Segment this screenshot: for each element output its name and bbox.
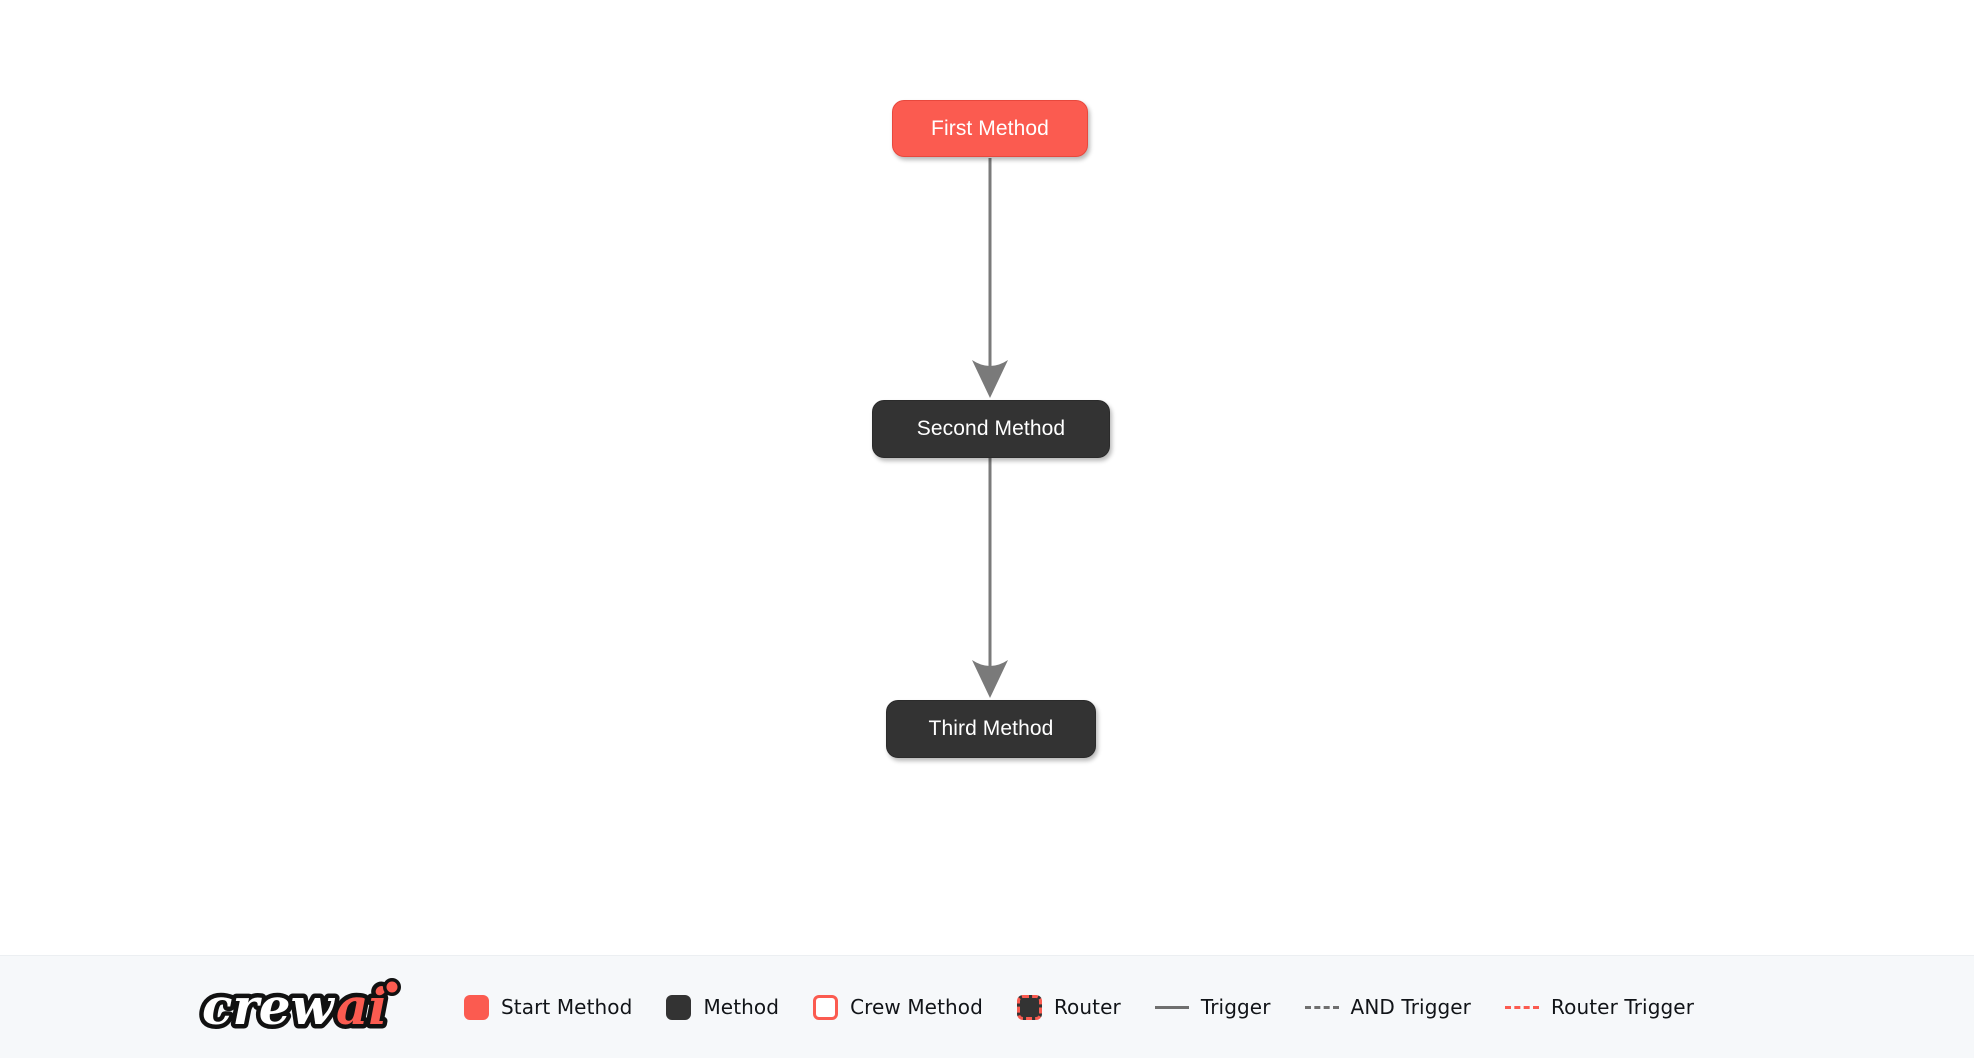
and-trigger-line-icon xyxy=(1304,1005,1339,1009)
legend-label: AND Trigger xyxy=(1350,995,1472,1019)
edge-first-to-second xyxy=(972,158,1008,398)
legend-label: Start Method xyxy=(501,995,633,1019)
legend-item-method: Method xyxy=(666,994,780,1020)
logo-text-primary-outline: crew xyxy=(202,977,336,1036)
logo-dot xyxy=(386,981,398,993)
logo-text-accent: ai xyxy=(336,977,387,1036)
router-trigger-line-icon xyxy=(1505,1005,1540,1009)
legend-item-router-trigger: Router Trigger xyxy=(1505,995,1694,1019)
trigger-line-icon xyxy=(1154,1005,1189,1009)
logo-text-accent-outline: ai xyxy=(336,977,387,1036)
legend-items: Start Method Method Crew Method Router T… xyxy=(464,994,1694,1020)
node-label: Third Method xyxy=(928,717,1054,740)
edge-second-to-third xyxy=(972,458,1008,698)
node-second-method[interactable]: Second Method xyxy=(872,400,1110,458)
flow-canvas[interactable]: First Method Second Method Third Method xyxy=(0,0,1974,955)
legend-item-trigger: Trigger xyxy=(1154,995,1271,1019)
method-swatch-icon xyxy=(666,994,692,1020)
node-first-method[interactable]: First Method xyxy=(892,100,1088,157)
legend-label: Method xyxy=(703,995,780,1019)
node-label: First Method xyxy=(931,116,1049,140)
crewai-logo: crew ai crew ai xyxy=(196,974,424,1040)
legend-bar: crew ai crew ai Start Method Method xyxy=(0,955,1974,1058)
legend-label: Router Trigger xyxy=(1551,995,1695,1019)
node-label: Second Method xyxy=(916,417,1066,440)
legend-item-crew-method: Crew Method xyxy=(813,994,983,1020)
legend-label: Trigger xyxy=(1200,995,1271,1019)
legend-label: Router xyxy=(1053,995,1121,1019)
crew-method-swatch-icon xyxy=(813,994,839,1020)
logo-text-primary: crew xyxy=(202,977,336,1036)
start-method-swatch-icon xyxy=(464,994,489,1020)
legend-item-and-trigger: AND Trigger xyxy=(1304,995,1472,1019)
legend-label: Crew Method xyxy=(850,995,983,1019)
node-third-method[interactable]: Third Method xyxy=(886,700,1096,758)
legend-item-start-method: Start Method xyxy=(464,994,633,1020)
router-swatch-icon xyxy=(1016,994,1042,1020)
legend-item-router: Router xyxy=(1016,994,1121,1020)
